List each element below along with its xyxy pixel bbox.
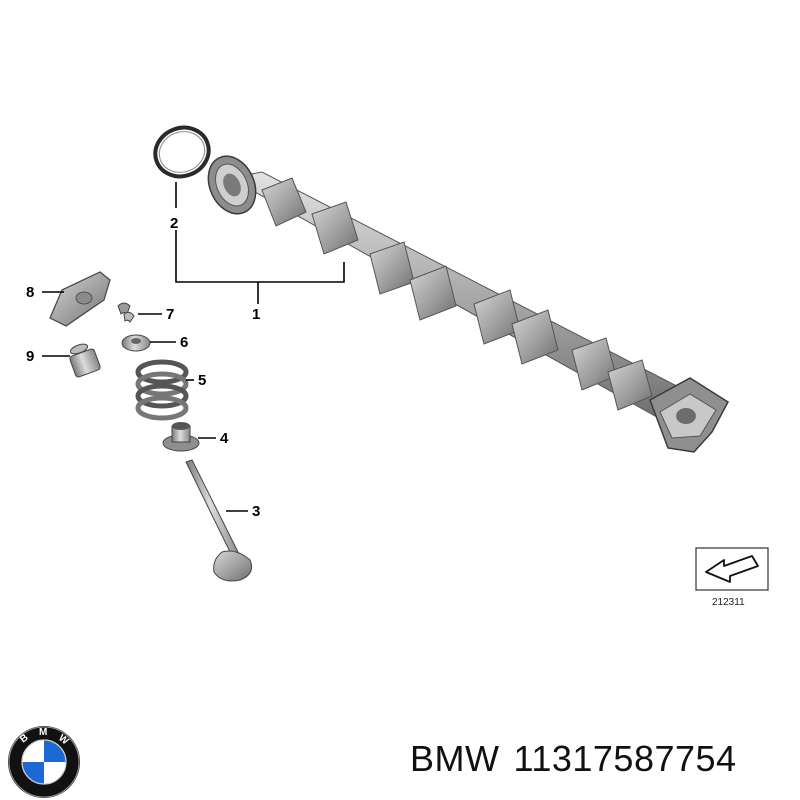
part-number: 11317587754 bbox=[513, 738, 737, 779]
cam-lobe bbox=[511, 309, 559, 365]
valve-spring-part bbox=[135, 359, 189, 421]
callout-7: 7 bbox=[166, 306, 174, 323]
valve-keeper-part bbox=[117, 302, 135, 323]
cam-lobe bbox=[311, 201, 359, 255]
rocker-arm-part bbox=[49, 271, 111, 327]
callout-1: 1 bbox=[252, 306, 260, 323]
camshaft-rear-flange bbox=[649, 377, 729, 453]
leader-2 bbox=[175, 230, 258, 283]
callout-8: 8 bbox=[26, 284, 34, 301]
camshaft-part bbox=[207, 155, 729, 453]
callout-3: 3 bbox=[252, 503, 260, 520]
callout-9: 9 bbox=[26, 348, 34, 365]
bmw-roundel-icon: B M W bbox=[8, 726, 80, 798]
cam-lobe bbox=[607, 359, 653, 411]
part-caption: BMW 11317587754 bbox=[410, 738, 795, 780]
direction-arrow-icon bbox=[705, 555, 759, 583]
callout-2: 2 bbox=[170, 215, 178, 232]
callout-5: 5 bbox=[198, 372, 206, 389]
reference-number: 212311 bbox=[712, 597, 745, 608]
bmw-logo-letter-m: M bbox=[39, 727, 47, 738]
cam-lobe bbox=[261, 177, 307, 227]
valve-part bbox=[185, 459, 253, 582]
cam-lobe bbox=[409, 265, 457, 321]
reference-box: 212311 bbox=[695, 547, 769, 608]
brand-name: BMW bbox=[410, 738, 500, 779]
o-ring-part bbox=[153, 125, 211, 179]
callout-6: 6 bbox=[180, 334, 188, 351]
callout-4: 4 bbox=[220, 430, 229, 447]
leader-lines bbox=[42, 182, 345, 512]
valve-stem-seal-part bbox=[162, 422, 200, 452]
leader-1 bbox=[258, 262, 345, 283]
hydraulic-lifter-part bbox=[69, 343, 101, 378]
spring-retainer-part bbox=[121, 334, 151, 352]
